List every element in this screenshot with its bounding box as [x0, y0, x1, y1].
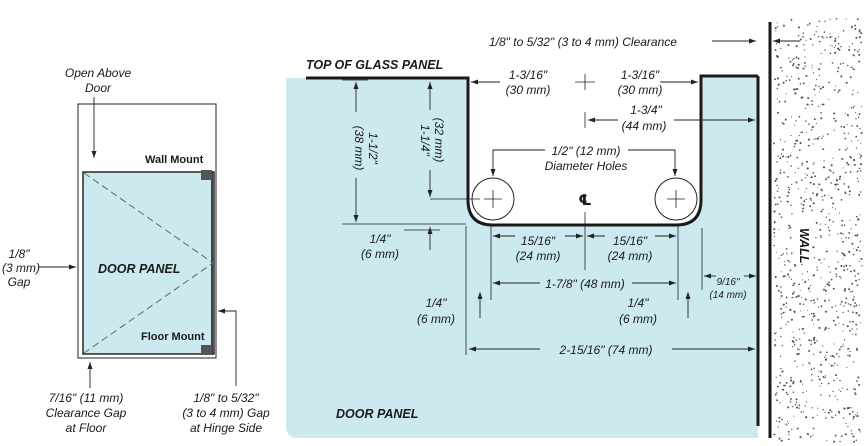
- dim-24mm-right-label-2: (24 mm): [608, 249, 653, 263]
- dim-6mm-c-label-1: 1/4": [628, 296, 650, 310]
- wall-mount-block: [201, 170, 212, 180]
- dim-24mm-right-label-1: 15/16": [613, 234, 648, 248]
- hinge-gap-label-2: (3 to 4 mm) Gap: [182, 406, 270, 420]
- floor-gap-label-3: at Floor: [66, 421, 108, 435]
- holes-label-1: 1/2" (12 mm): [552, 144, 621, 158]
- door-glass-panel: [82, 171, 215, 355]
- dim-74mm-label: 2-15/16" (74 mm): [559, 343, 653, 357]
- door-panel-label-right: DOOR PANEL: [336, 407, 418, 421]
- hinge-gap-label-1: 1/8" to 5/32": [193, 391, 259, 405]
- floor-gap-label-1: 7/16" (11 mm): [49, 391, 124, 405]
- dim-6mm-b-label-1: 1/4": [426, 296, 448, 310]
- dim-30mm-left-label-2: (30 mm): [506, 83, 551, 97]
- hinge-gap-label-3: at Hinge Side: [190, 421, 262, 435]
- holes-leader-right: [628, 149, 678, 176]
- open-above-label-2: Door: [85, 81, 112, 95]
- hinge-gap-leader: [218, 308, 237, 386]
- top-of-glass-label: TOP OF GLASS PANEL: [306, 58, 443, 72]
- dim-38mm-label: 1-1/2"(38 mm): [352, 126, 380, 171]
- wall-label: WALL: [797, 228, 811, 263]
- side-gap-label-3: Gap: [8, 275, 31, 289]
- dim-6mm-a-label-2: (6 mm): [361, 247, 399, 261]
- floor-mount-label: Floor Mount: [141, 331, 205, 343]
- dim-32mm-label: 1-1/4"(32 mm): [418, 118, 446, 163]
- dim-6mm-a-label-1: 1/4": [370, 232, 392, 246]
- holes-leader-left: [490, 149, 545, 176]
- wall-dot-texture: [773, 17, 863, 443]
- dim-14mm-label-1: 9/16": [716, 277, 739, 288]
- dim-6mm-c-label-2: (6 mm): [619, 312, 657, 326]
- centerline-symbol: ℄: [578, 191, 591, 209]
- dim-48mm-label: 1-7/8" (48 mm): [545, 277, 625, 291]
- dim-24mm-left-label-1: 15/16": [521, 234, 556, 248]
- door-elevation: Open Above Door Wall Mount Floor Mount D…: [2, 66, 270, 435]
- door-opening-frame: [77, 103, 217, 359]
- floor-gap-label-2: Clearance Gap: [46, 406, 127, 420]
- door-panel-label-left: DOOR PANEL: [98, 262, 180, 276]
- clearance-label: 1/8" to 5/32" (3 to 4 mm) Clearance: [489, 35, 677, 49]
- holes-label-2: Diameter Holes: [545, 159, 628, 173]
- dim-24mm-left-label-2: (24 mm): [516, 249, 561, 263]
- door-swing-lines: [83, 172, 214, 354]
- wall-mount-label: Wall Mount: [145, 154, 204, 166]
- dim-14mm-label-2: (14 mm): [709, 290, 746, 301]
- top-of-glass-edge: [306, 74, 758, 227]
- dim-44mm-label-1: 1-3/4": [630, 103, 662, 117]
- dim-6mm-b-label-2: (6 mm): [417, 312, 455, 326]
- dim-44mm-label-2: (44 mm): [622, 119, 667, 133]
- side-gap-label-2: (3 mm): [2, 261, 40, 275]
- floor-mount-block: [201, 345, 212, 355]
- hinge-detail: WALL TOP OF GLASS PANEL 1/8" to 5/32" (3…: [286, 17, 863, 443]
- open-above-label-1: Open Above: [65, 66, 132, 80]
- side-gap-label-1: 1/8": [9, 247, 31, 261]
- detail-glass-panel: [286, 76, 758, 438]
- dim-30mm-left-label-1: 1-3/16": [509, 68, 548, 82]
- dim-30mm-right-label-1: 1-3/16": [621, 68, 660, 82]
- dim-30mm-right-label-2: (30 mm): [618, 83, 663, 97]
